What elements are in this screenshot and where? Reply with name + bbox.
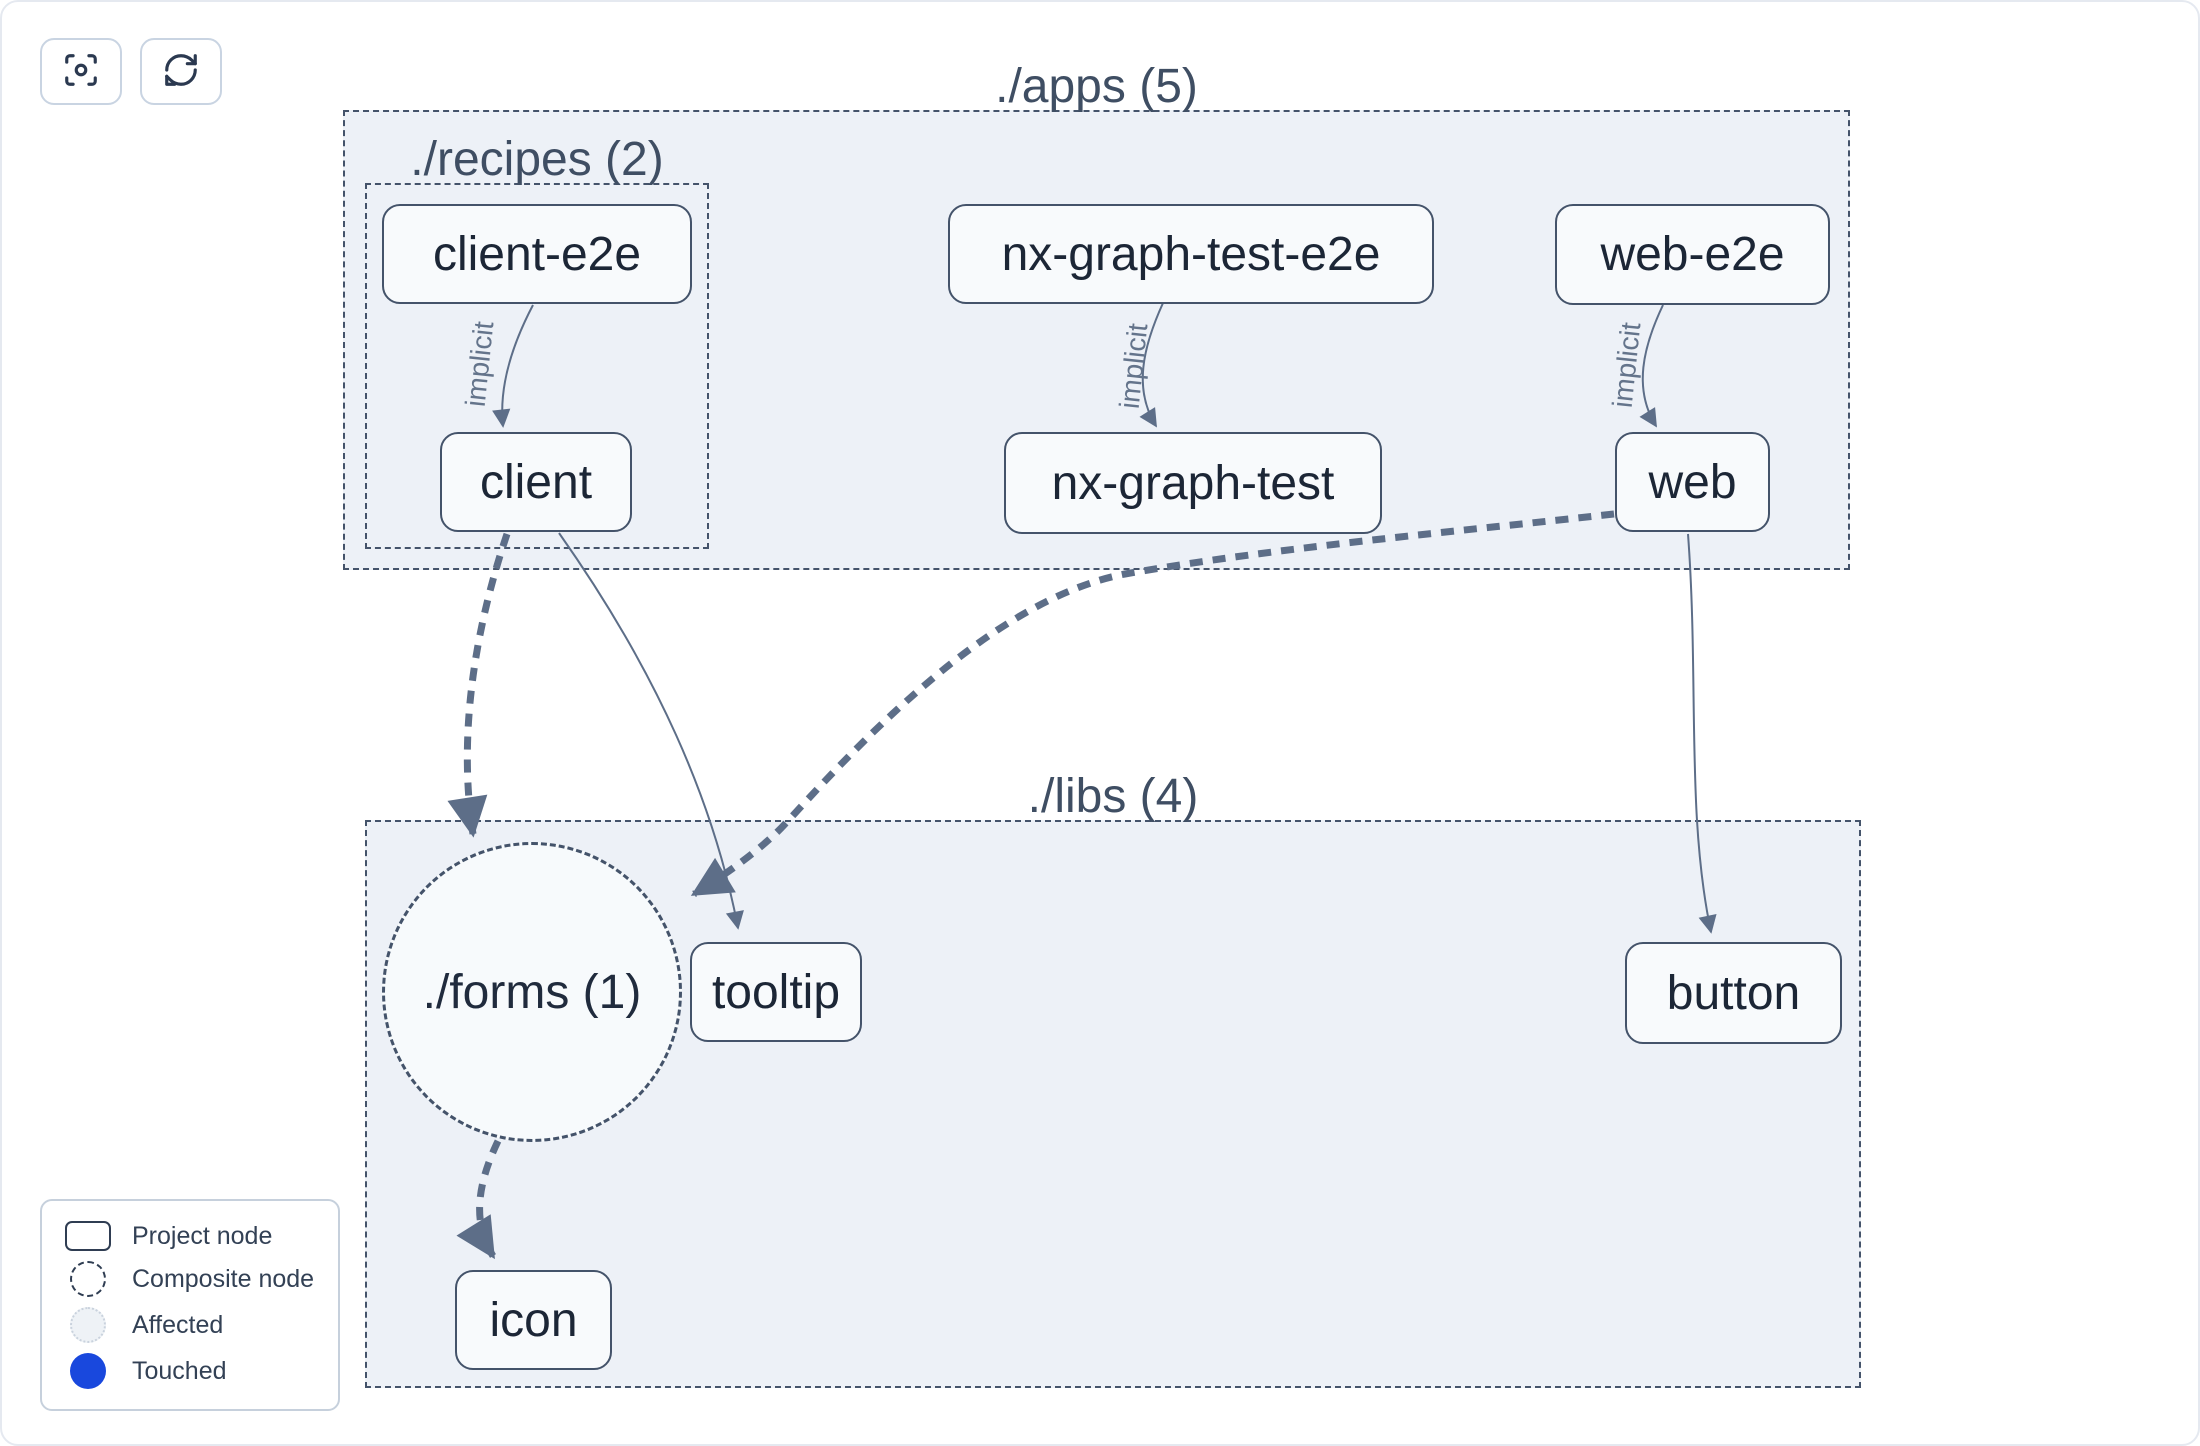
group-recipes[interactable] [365, 183, 709, 549]
focus-icon [62, 51, 100, 92]
project-node-nx-graph-test-e2e[interactable]: nx-graph-test-e2e [948, 204, 1434, 304]
project-node-icon [64, 1221, 112, 1251]
composite-node-forms[interactable]: ./forms (1) [382, 842, 682, 1142]
legend-label: Affected [132, 1310, 224, 1339]
node-label: client [479, 455, 593, 509]
legend-item-project-node: Project node [64, 1221, 316, 1251]
touched-icon [64, 1353, 112, 1389]
legend-item-touched: Touched [64, 1353, 316, 1389]
edge-client-to-forms [447, 532, 511, 838]
node-label: web [1648, 455, 1737, 509]
affected-icon [64, 1307, 112, 1343]
group-libs-label: ./libs (4) [1027, 770, 1199, 823]
node-label: nx-graph-test-e2e [1001, 227, 1381, 281]
project-node-nx-graph-test[interactable]: nx-graph-test [1004, 432, 1382, 534]
node-label: client-e2e [432, 227, 642, 281]
legend-label: Touched [132, 1356, 227, 1385]
node-label: web-e2e [1600, 228, 1785, 281]
legend: Project node Composite node Affected Tou… [40, 1199, 340, 1411]
project-node-button[interactable]: button [1625, 942, 1842, 1044]
project-node-icon[interactable]: icon [455, 1270, 612, 1370]
refresh-icon [162, 51, 200, 92]
refresh-button[interactable] [140, 38, 222, 105]
project-node-tooltip[interactable]: tooltip [690, 942, 862, 1042]
project-node-client[interactable]: client [440, 432, 632, 532]
composite-node-forms-label: ./forms (1) [422, 965, 642, 1019]
legend-label: Composite node [132, 1264, 315, 1293]
node-label: nx-graph-test [1051, 456, 1335, 510]
group-apps-label: ./apps (5) [995, 60, 1198, 113]
project-node-web-e2e[interactable]: web-e2e [1555, 204, 1830, 305]
legend-item-composite-node: Composite node [64, 1261, 316, 1297]
project-node-web[interactable]: web [1615, 432, 1770, 532]
legend-label: Project node [132, 1221, 273, 1250]
legend-item-affected: Affected [64, 1307, 316, 1343]
center-graph-button[interactable] [40, 38, 122, 105]
node-label: button [1666, 966, 1801, 1020]
node-label: tooltip [711, 965, 841, 1019]
node-label: icon [489, 1293, 578, 1347]
composite-node-icon [64, 1261, 112, 1297]
project-node-client-e2e[interactable]: client-e2e [382, 204, 692, 304]
